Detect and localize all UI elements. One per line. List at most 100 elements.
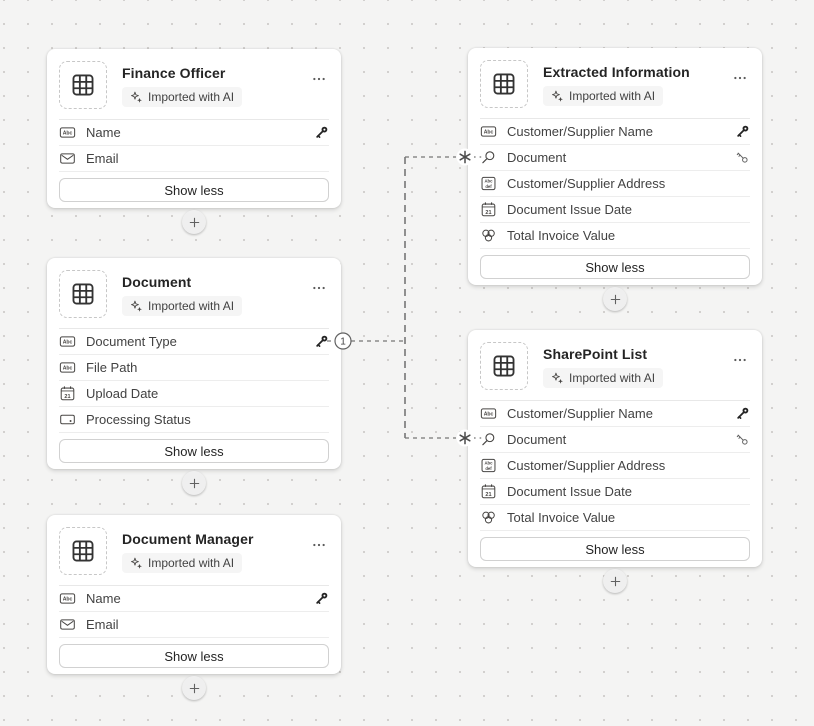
field-label: Upload Date (86, 386, 159, 401)
field-row[interactable]: Processing Status (59, 407, 329, 433)
primary-key-icon (735, 406, 750, 421)
table-grid-icon (70, 281, 96, 307)
currency-field-icon (480, 227, 497, 244)
table-icon-box (59, 61, 107, 109)
imported-with-ai-badge: Imported with AI (122, 296, 243, 316)
field-label: Total Invoice Value (507, 510, 616, 525)
text-field-icon (480, 405, 497, 422)
entity-card-sharepoint-list[interactable]: SharePoint List Imported with AI Custome… (468, 330, 762, 593)
entity-card-extracted-information[interactable]: Extracted Information Imported with AI C… (468, 48, 762, 311)
table-grid-icon (70, 538, 96, 564)
multiline-text-field-icon (480, 457, 497, 474)
plus-icon (188, 216, 201, 229)
field-label: Total Invoice Value (507, 228, 616, 243)
field-row[interactable]: Upload Date (59, 381, 329, 407)
text-field-icon (59, 333, 76, 350)
field-list: Customer/Supplier Name Document Customer… (480, 400, 750, 531)
entity-card-finance-officer[interactable]: Finance Officer Imported with AI Name Em… (47, 49, 341, 234)
field-label: Document (507, 150, 567, 165)
sparkle-icon (551, 90, 564, 103)
field-list: Document Type File Path Upload Date Proc… (59, 328, 329, 433)
text-field-icon (59, 590, 76, 607)
field-row[interactable]: Document Type (59, 329, 329, 355)
sparkle-icon (130, 557, 143, 570)
plus-icon (188, 682, 201, 695)
badge-label: Imported with AI (569, 89, 656, 103)
field-row[interactable]: Customer/Supplier Address (480, 171, 750, 197)
field-row[interactable]: Total Invoice Value (480, 223, 750, 249)
field-label: Name (86, 591, 121, 606)
badge-label: Imported with AI (148, 90, 235, 104)
field-label: Document Issue Date (507, 202, 633, 217)
add-field-button[interactable] (182, 676, 206, 700)
show-less-button[interactable]: Show less (480, 537, 750, 561)
add-field-button[interactable] (603, 287, 627, 311)
field-row[interactable]: Email (59, 612, 329, 638)
field-row[interactable]: Document Issue Date (480, 197, 750, 223)
table-icon-box (59, 270, 107, 318)
field-row[interactable]: Total Invoice Value (480, 505, 750, 531)
badge-label: Imported with AI (569, 371, 656, 385)
card-title: Document Manager (122, 531, 254, 547)
field-list: Customer/Supplier Name Document Customer… (480, 118, 750, 249)
card-header: Document Imported with AI (59, 270, 329, 318)
sparkle-icon (130, 300, 143, 313)
more-horizontal-icon (311, 71, 327, 87)
table-grid-icon (70, 72, 96, 98)
imported-with-ai-badge: Imported with AI (543, 368, 664, 388)
card-header: Finance Officer Imported with AI (59, 61, 329, 109)
date-field-icon (59, 385, 76, 402)
field-row[interactable]: Document (480, 427, 750, 453)
field-label: Customer/Supplier Name (507, 124, 653, 139)
add-field-button[interactable] (603, 569, 627, 593)
field-row[interactable]: Email (59, 146, 329, 172)
primary-key-icon (314, 334, 329, 349)
field-row[interactable]: Document Issue Date (480, 479, 750, 505)
add-field-button[interactable] (182, 471, 206, 495)
field-row[interactable]: Customer/Supplier Name (480, 119, 750, 145)
more-horizontal-icon (732, 352, 748, 368)
sparkle-icon (551, 372, 564, 385)
imported-with-ai-badge: Imported with AI (122, 553, 243, 573)
card-title: Extracted Information (543, 64, 690, 80)
card-header: Document Manager Imported with AI (59, 527, 329, 575)
text-field-icon (59, 359, 76, 376)
badge-label: Imported with AI (148, 556, 235, 570)
card-title: SharePoint List (543, 346, 648, 362)
more-menu-button[interactable] (309, 278, 329, 301)
show-less-button[interactable]: Show less (59, 644, 329, 668)
field-row[interactable]: File Path (59, 355, 329, 381)
more-menu-button[interactable] (309, 535, 329, 558)
field-row[interactable]: Document (480, 145, 750, 171)
table-grid-icon (491, 353, 517, 379)
field-row[interactable]: Name (59, 120, 329, 146)
field-label: Customer/Supplier Name (507, 406, 653, 421)
show-less-button[interactable]: Show less (59, 439, 329, 463)
field-list: Name Email (59, 119, 329, 172)
field-label: Email (86, 151, 119, 166)
table-icon-box (480, 342, 528, 390)
add-field-button[interactable] (182, 210, 206, 234)
field-row[interactable]: Customer/Supplier Address (480, 453, 750, 479)
field-row[interactable]: Customer/Supplier Name (480, 401, 750, 427)
plus-icon (609, 575, 622, 588)
more-menu-button[interactable] (730, 68, 750, 91)
entity-card-document[interactable]: Document Imported with AI Document Type … (47, 258, 341, 495)
field-label: Processing Status (86, 412, 191, 427)
currency-field-icon (480, 509, 497, 526)
field-label: Email (86, 617, 119, 632)
field-row[interactable]: Name (59, 586, 329, 612)
entity-card-document-manager[interactable]: Document Manager Imported with AI Name E… (47, 515, 341, 700)
show-less-button[interactable]: Show less (59, 178, 329, 202)
plus-icon (609, 293, 622, 306)
more-menu-button[interactable] (730, 350, 750, 373)
more-menu-button[interactable] (309, 69, 329, 92)
field-label: Document (507, 432, 567, 447)
field-label: Document Type (86, 334, 177, 349)
show-less-button[interactable]: Show less (480, 255, 750, 279)
field-label: Customer/Supplier Address (507, 458, 666, 473)
relationship-key-icon (735, 150, 750, 165)
field-label: Customer/Supplier Address (507, 176, 666, 191)
text-field-icon (59, 124, 76, 141)
